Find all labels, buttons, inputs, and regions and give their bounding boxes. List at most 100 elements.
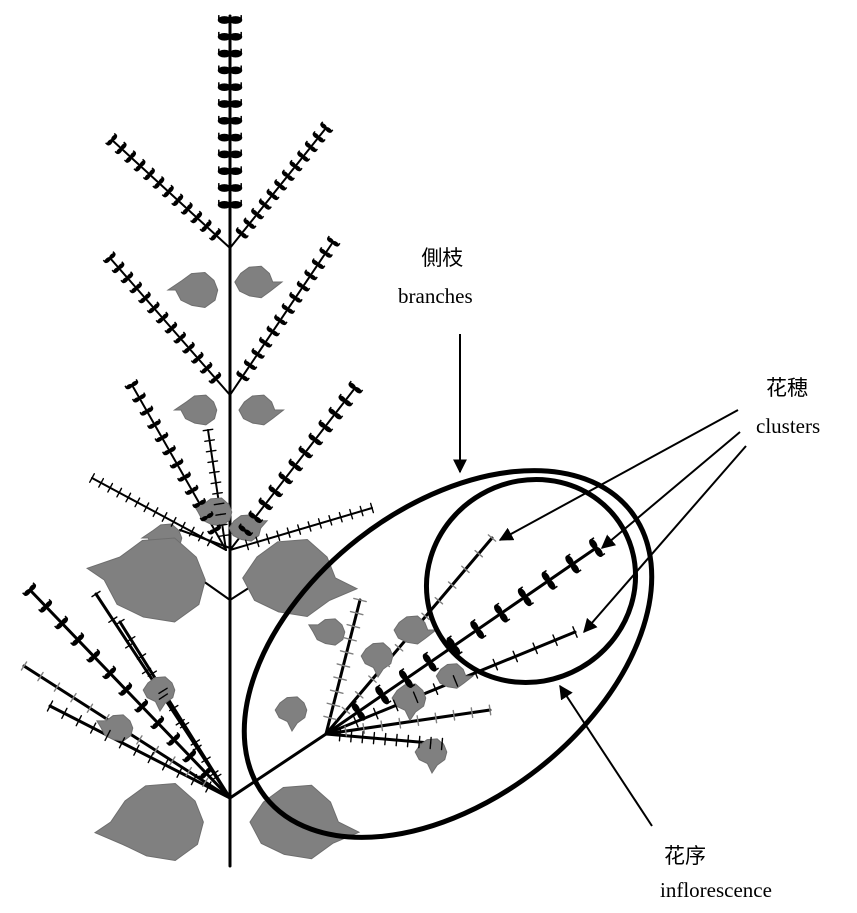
floret-hair bbox=[213, 461, 218, 462]
floret-hair bbox=[418, 721, 419, 726]
floret-hair bbox=[201, 532, 203, 536]
floret-hair bbox=[363, 724, 364, 729]
leaves bbox=[87, 266, 473, 860]
floret-tip bbox=[270, 344, 272, 346]
floret-hair bbox=[216, 514, 221, 515]
floret-hair bbox=[137, 498, 139, 502]
floret-hair bbox=[381, 721, 382, 726]
floret-tip bbox=[148, 425, 149, 427]
floret bbox=[218, 33, 231, 41]
label-branches-cn: 側枝 bbox=[412, 246, 473, 270]
leaf bbox=[394, 616, 436, 644]
floret-tip bbox=[133, 399, 134, 401]
leaf bbox=[168, 273, 218, 308]
floret-hair bbox=[206, 451, 211, 452]
leaf bbox=[175, 395, 217, 425]
floret-hair bbox=[216, 482, 221, 483]
floret-hair bbox=[436, 718, 437, 723]
floret-hair bbox=[126, 497, 128, 501]
leaf bbox=[235, 266, 282, 297]
floret bbox=[218, 117, 231, 125]
floret-tip bbox=[248, 378, 250, 380]
floret bbox=[218, 16, 231, 24]
clusters-arrow bbox=[584, 446, 746, 632]
floret-hair bbox=[90, 478, 92, 482]
floret bbox=[218, 134, 231, 142]
floret-hair bbox=[417, 716, 418, 721]
floret-hair bbox=[488, 535, 492, 538]
floret-hair bbox=[372, 508, 373, 513]
floret-tip bbox=[301, 299, 303, 301]
floret-hair bbox=[454, 715, 455, 720]
floret-hair bbox=[146, 503, 148, 507]
floret-tip bbox=[125, 386, 126, 388]
floret-hair bbox=[471, 708, 472, 713]
floret-hair bbox=[210, 440, 215, 441]
floret-hair bbox=[400, 723, 401, 728]
floret-hair bbox=[489, 705, 490, 710]
floret-tip bbox=[293, 311, 295, 313]
floret-tip bbox=[185, 491, 186, 493]
floret-hair bbox=[364, 728, 365, 733]
floret-hair bbox=[208, 462, 213, 463]
label-inflorescence-cn: 花序 bbox=[664, 844, 772, 868]
label-clusters-en: clusters bbox=[756, 414, 820, 438]
floret bbox=[218, 151, 231, 159]
floret-hair bbox=[174, 518, 176, 522]
floret bbox=[218, 83, 231, 91]
floret-hair bbox=[354, 598, 360, 600]
label-branches-en: branches bbox=[398, 284, 473, 308]
floret-tip bbox=[278, 333, 280, 335]
floret-hair bbox=[135, 502, 137, 506]
floret-tip bbox=[285, 322, 287, 324]
inflorescence-arrow bbox=[560, 686, 652, 826]
floret-hair bbox=[222, 524, 227, 525]
floret bbox=[218, 50, 231, 58]
floret-hair bbox=[399, 718, 400, 723]
leaf bbox=[309, 619, 345, 645]
floret-hair bbox=[117, 493, 119, 497]
floret-hair bbox=[214, 472, 219, 473]
floret-hair bbox=[110, 484, 112, 488]
floret-tip bbox=[316, 277, 318, 279]
floret-hair bbox=[153, 512, 155, 516]
floret-hair bbox=[210, 472, 215, 473]
leaf bbox=[229, 515, 267, 541]
floret-tip bbox=[170, 465, 171, 467]
label-branches: 側枝 branches bbox=[412, 246, 473, 308]
floret-hair bbox=[162, 517, 164, 521]
floret-hair bbox=[219, 503, 224, 504]
label-clusters-cn: 花穂 bbox=[766, 376, 820, 400]
floret-hair bbox=[214, 504, 219, 505]
floret-tip bbox=[263, 355, 265, 357]
floret-hair bbox=[218, 525, 223, 526]
floret-hair bbox=[382, 726, 383, 731]
floret-tip bbox=[208, 531, 209, 533]
floret-tip bbox=[308, 288, 310, 290]
floret-hair bbox=[435, 713, 436, 718]
floret-hair bbox=[575, 632, 577, 637]
leaf bbox=[392, 684, 426, 720]
floret bbox=[218, 100, 231, 108]
large-leaf bbox=[95, 784, 203, 861]
floret-hair bbox=[345, 726, 346, 731]
floret-hair bbox=[208, 429, 213, 430]
floret-hair bbox=[183, 523, 185, 527]
floret-hair bbox=[211, 450, 216, 451]
label-inflorescence: 花序 inflorescence bbox=[660, 844, 772, 902]
floret-hair bbox=[211, 483, 216, 484]
floret-hair bbox=[213, 493, 218, 494]
floret-hair bbox=[144, 507, 146, 511]
floret-tip bbox=[155, 439, 156, 441]
floret-hair bbox=[128, 493, 130, 497]
floret bbox=[218, 67, 231, 75]
floret-hair bbox=[219, 536, 224, 537]
label-clusters: 花穂 clusters bbox=[756, 376, 820, 438]
floret-hair bbox=[92, 474, 94, 478]
floret-hair bbox=[218, 493, 223, 494]
floret-hair bbox=[224, 535, 229, 536]
floret-hair bbox=[205, 441, 210, 442]
floret-tip bbox=[323, 266, 325, 268]
leaf bbox=[97, 715, 133, 741]
floret-hair bbox=[119, 488, 121, 492]
